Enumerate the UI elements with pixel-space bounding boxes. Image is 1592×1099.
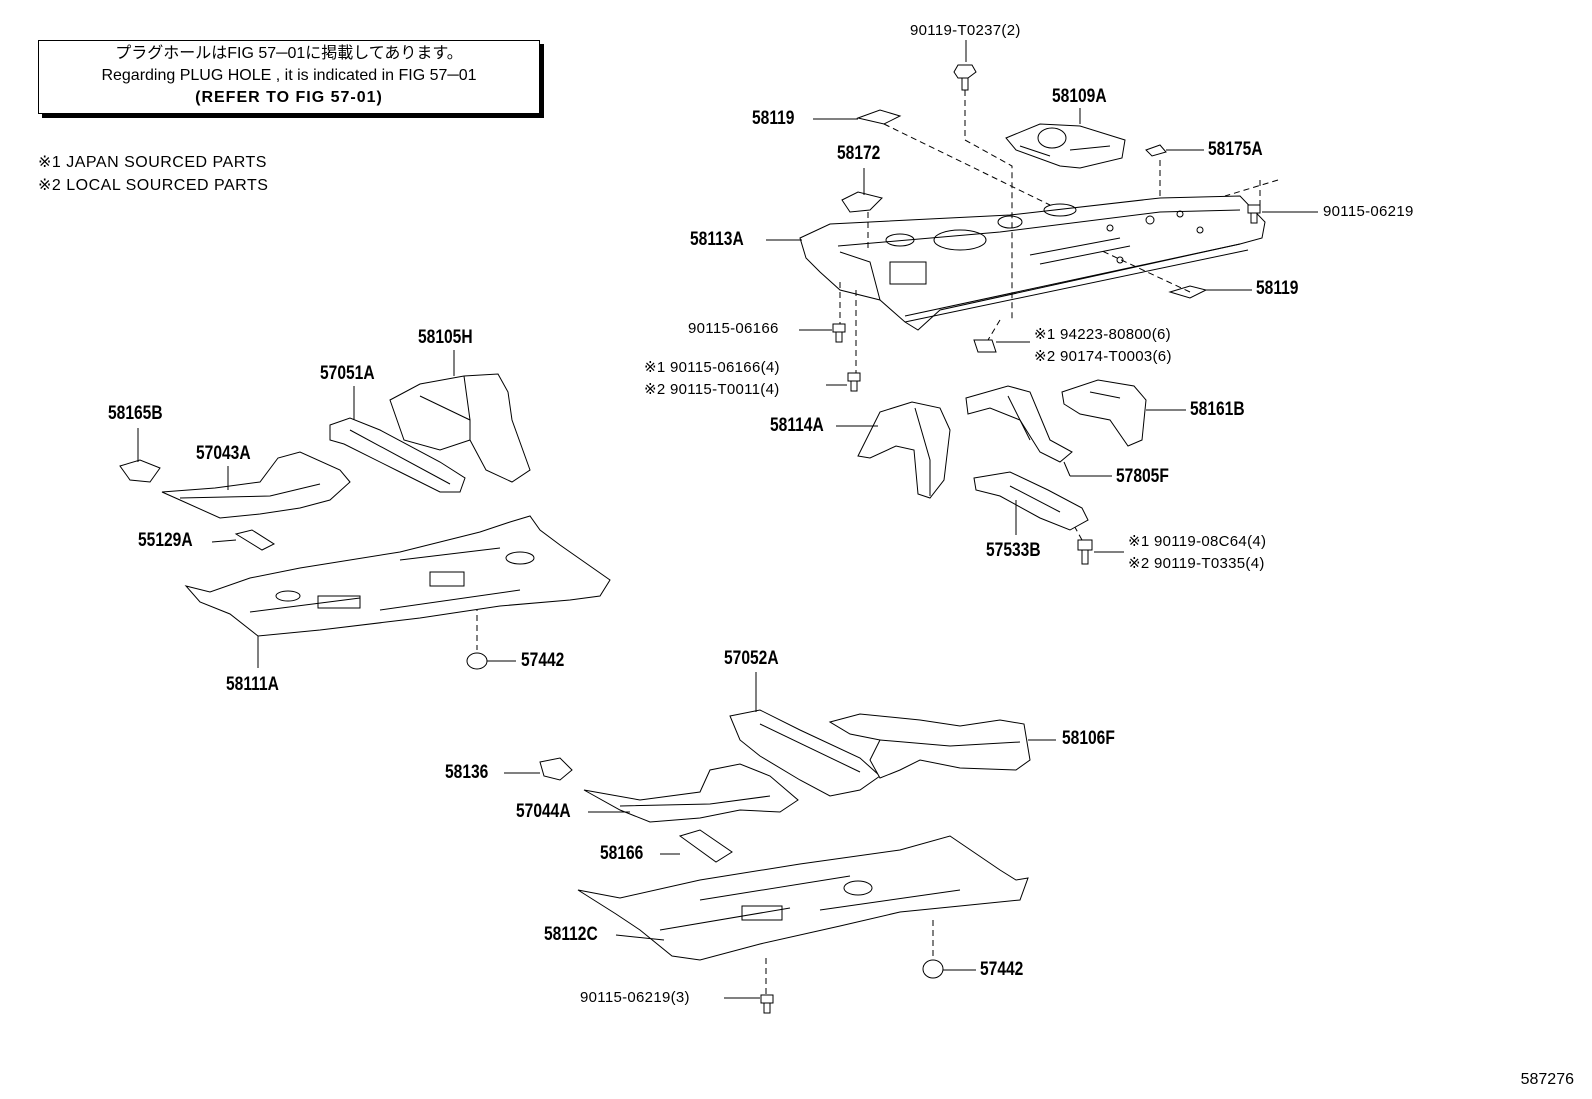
note-line-jp: プラグホールはFIG 57─01に掲載してあります。 <box>115 45 463 62</box>
part-58165B-drawing[interactable] <box>119 459 161 483</box>
part-55129A-drawing[interactable] <box>234 529 276 551</box>
part-label-94223-80800[interactable]: ※1 94223-80800(6) <box>1034 326 1171 343</box>
part-label-58136[interactable]: 58136 <box>445 762 489 783</box>
part-label-90115-T0011[interactable]: ※2 90115-T0011(4) <box>644 381 780 398</box>
part-58111A-drawing[interactable] <box>184 515 611 637</box>
part-58172-drawing[interactable] <box>841 191 883 213</box>
part-57805F-drawing[interactable] <box>965 385 1073 463</box>
part-label-58105H[interactable]: 58105H <box>418 327 473 348</box>
part-label-58119-lower[interactable]: 58119 <box>1256 278 1299 299</box>
part-label-58175A[interactable]: 58175A <box>1208 139 1263 160</box>
part-58136-drawing[interactable] <box>539 757 573 781</box>
part-58114A-drawing[interactable] <box>857 401 951 499</box>
part-label-57052A[interactable]: 57052A <box>724 648 779 669</box>
part-58106F-drawing[interactable] <box>828 713 1031 779</box>
part-label-58165B[interactable]: 58165B <box>108 403 163 424</box>
part-58113A-drawing[interactable] <box>799 195 1266 331</box>
note-line-refer[interactable]: (REFER TO FIG 57-01) <box>195 89 383 106</box>
part-label-58119-upper[interactable]: 58119 <box>752 108 795 129</box>
nut-94223-80800-drawing[interactable] <box>973 339 997 353</box>
part-label-58106F[interactable]: 58106F <box>1062 728 1115 749</box>
part-label-90174-T0003[interactable]: ※2 90174-T0003(6) <box>1034 348 1172 365</box>
part-58112C-drawing[interactable] <box>577 835 1029 961</box>
part-label-90119-T0335[interactable]: ※2 90119-T0335(4) <box>1128 555 1265 572</box>
part-57052A-drawing[interactable] <box>729 709 881 797</box>
part-58175A-drawing[interactable] <box>1145 144 1167 157</box>
part-label-57533B[interactable]: 57533B <box>986 540 1041 561</box>
part-label-90115-06219-3[interactable]: 90115-06219(3) <box>580 989 690 1006</box>
part-label-90115-06166-4[interactable]: ※1 90115-06166(4) <box>644 359 780 376</box>
part-label-58113A[interactable]: 58113A <box>690 229 744 250</box>
part-label-58109A[interactable]: 58109A <box>1052 86 1107 107</box>
part-label-90119-08C64[interactable]: ※1 90119-08C64(4) <box>1128 533 1267 550</box>
part-label-57043A[interactable]: 57043A <box>196 443 251 464</box>
part-58109A-drawing[interactable] <box>1005 123 1126 169</box>
part-label-90115-06219[interactable]: 90115-06219 <box>1323 203 1414 220</box>
part-58105H-drawing[interactable] <box>389 373 531 483</box>
bolt-90115-06219-3-drawing[interactable] <box>760 994 774 1014</box>
part-label-57442-upper[interactable]: 57442 <box>521 650 565 671</box>
part-57051A-drawing[interactable] <box>329 417 466 493</box>
legend-local-sourced: ※2 LOCAL SOURCED PARTS <box>38 177 269 194</box>
part-label-57044A[interactable]: 57044A <box>516 801 571 822</box>
bolt-90115-06219-upper-drawing[interactable] <box>1247 204 1261 224</box>
part-label-58114A[interactable]: 58114A <box>770 415 824 436</box>
bolt-90115-06166-drawing[interactable] <box>832 323 846 343</box>
part-57533B-drawing[interactable] <box>973 471 1089 531</box>
part-label-57051A[interactable]: 57051A <box>320 363 375 384</box>
part-58161B-drawing[interactable] <box>1061 379 1147 447</box>
part-label-58111A[interactable]: 58111A <box>226 674 279 695</box>
leader-lines <box>137 40 1318 999</box>
bolt-90115-06166-4-drawing[interactable] <box>847 372 861 392</box>
nut-57442-lower-drawing[interactable] <box>922 959 944 979</box>
plug-hole-note: プラグホールはFIG 57─01に掲載してあります。 Regarding PLU… <box>38 40 540 114</box>
nut-57442-upper-drawing[interactable] <box>466 652 488 670</box>
part-label-58166[interactable]: 58166 <box>600 843 644 864</box>
part-label-58172[interactable]: 58172 <box>837 143 881 164</box>
part-58119-upper-drawing[interactable] <box>856 109 902 125</box>
part-label-90115-06166[interactable]: 90115-06166 <box>688 320 779 337</box>
part-58119-lower-drawing[interactable] <box>1168 285 1208 299</box>
part-label-55129A[interactable]: 55129A <box>138 530 193 551</box>
part-57043A-drawing[interactable] <box>161 451 351 519</box>
part-label-58112C[interactable]: 58112C <box>544 924 598 945</box>
note-line-en: Regarding PLUG HOLE , it is indicated in… <box>101 67 477 84</box>
legend-japan-sourced: ※1 JAPAN SOURCED PARTS <box>38 154 267 171</box>
part-label-58161B[interactable]: 58161B <box>1190 399 1245 420</box>
bolt-90119-T0237-drawing[interactable] <box>953 64 977 91</box>
bolt-90119-08C64-drawing[interactable] <box>1077 539 1093 565</box>
part-label-90119-T0237[interactable]: 90119-T0237(2) <box>910 22 1021 39</box>
part-57044A-drawing[interactable] <box>583 763 799 823</box>
part-58166-drawing[interactable] <box>678 829 733 863</box>
part-label-57805F[interactable]: 57805F <box>1116 466 1169 487</box>
part-label-57442-lower[interactable]: 57442 <box>980 959 1024 980</box>
figure-id: 587276 <box>1520 1071 1574 1088</box>
